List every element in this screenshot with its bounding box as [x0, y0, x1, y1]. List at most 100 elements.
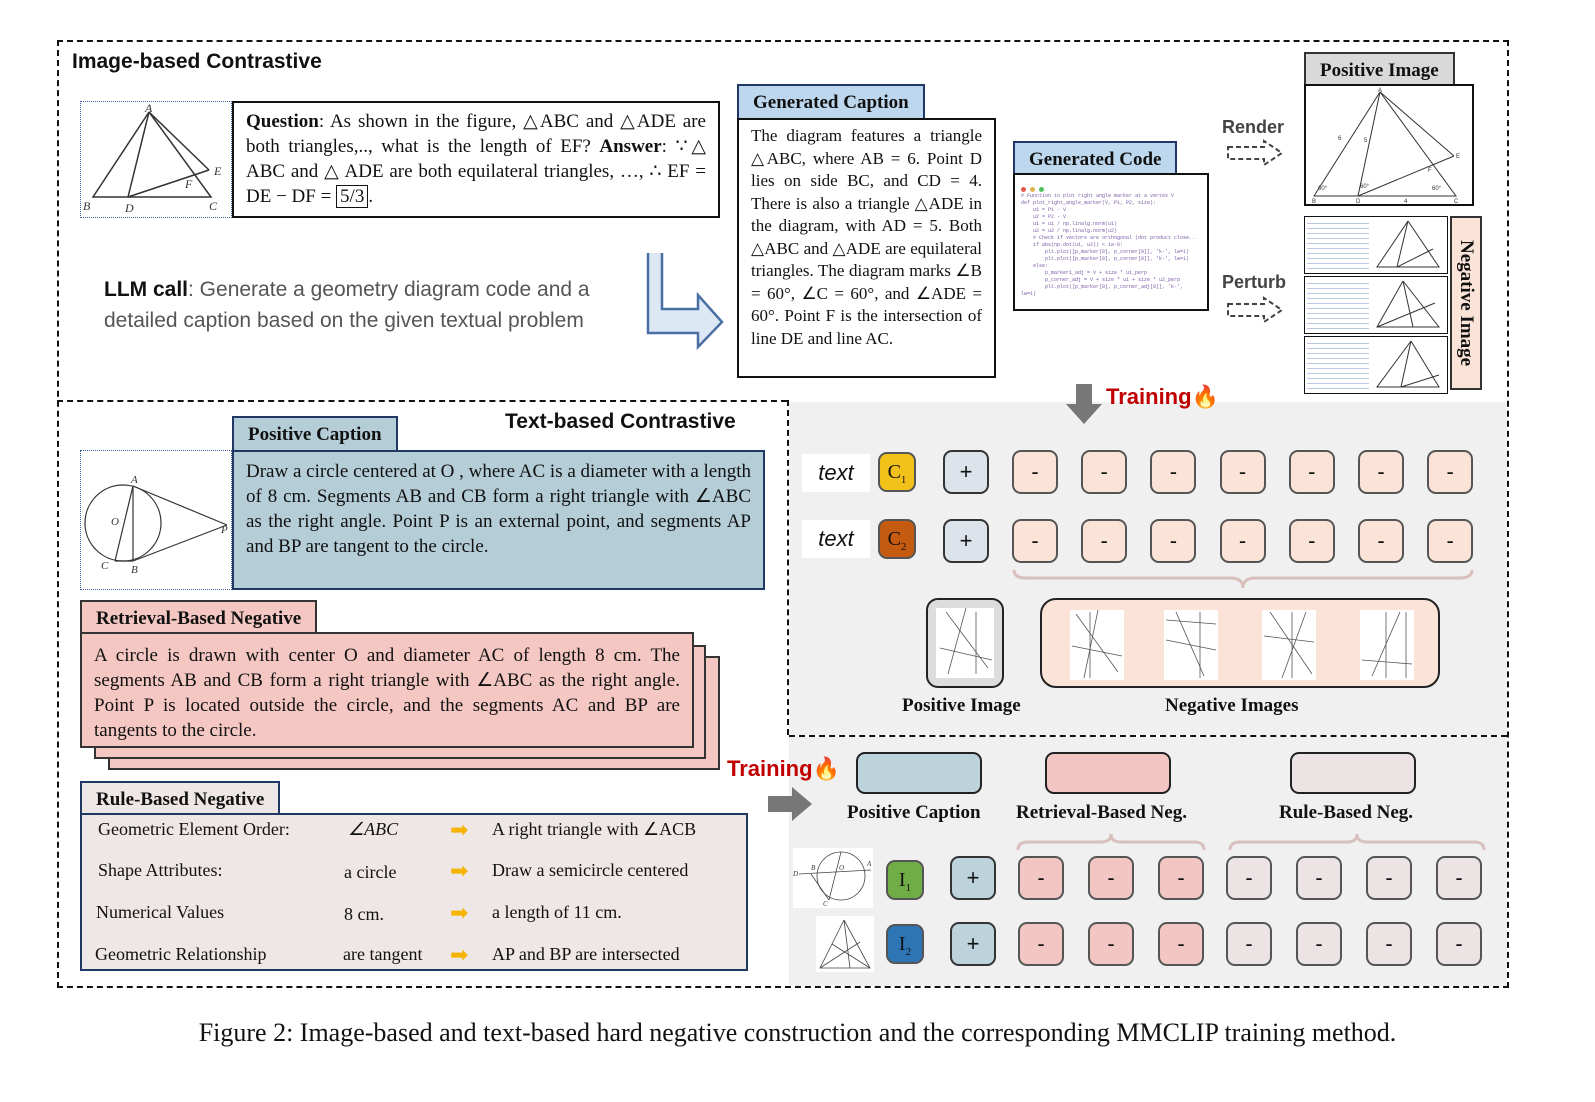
negative-row-bottom-1: -------	[1018, 856, 1488, 902]
answer-value-box: 5/3	[336, 185, 369, 208]
positive-caption-tab: Positive Caption	[232, 416, 398, 454]
negative-variant-3	[1304, 336, 1448, 394]
i2-subscript: 2	[905, 946, 912, 958]
training-bottom-text: Training	[727, 756, 813, 781]
legend-label-rule: Rule-Based Neg.	[1279, 802, 1414, 823]
rule-name: Geometric Relationship	[95, 944, 267, 964]
outer-frame	[57, 40, 1509, 988]
rule-negative-minus: -	[1366, 922, 1412, 966]
negative-variant-1	[1304, 216, 1448, 274]
question-text: : As shown in the figure, △ABC and △ADE …	[246, 111, 706, 157]
negative-image-stack	[1304, 216, 1448, 394]
rule-from: a circle	[344, 862, 397, 882]
svg-text:A: A	[144, 102, 153, 115]
positive-pair-plus: +	[943, 450, 989, 494]
svg-text:F: F	[184, 177, 193, 191]
negative-variant-2	[1304, 276, 1448, 334]
rule-negative-minus: -	[1226, 922, 1272, 966]
negative-image-tab-label: Negative Image	[1456, 239, 1477, 367]
image-section-title: Image-based Contrastive	[72, 50, 322, 73]
image-section-divider	[57, 400, 787, 402]
svg-text:60°: 60°	[1360, 184, 1370, 190]
training-bottom-label: Training🔥	[727, 756, 840, 782]
negative-pair-minus: -	[1012, 519, 1058, 563]
rule-to: A right triangle with ∠ACB	[492, 819, 697, 839]
c1-letter: C	[887, 461, 901, 483]
negative-pair-minus: -	[1288, 519, 1335, 563]
negative-pair-minus: -	[1081, 450, 1128, 494]
rule-from: are tangent	[343, 944, 423, 964]
legend-label-retrieval: Retrieval-Based Neg.	[1016, 802, 1187, 823]
rule-negative-minus: -	[1296, 922, 1342, 966]
rule-negative-minus: -	[1226, 856, 1272, 900]
rule-row: Numerical Values 8 cm. ➡ a length of 11 …	[96, 900, 736, 930]
svg-text:B: B	[131, 564, 138, 576]
svg-text:F: F	[1428, 168, 1432, 174]
svg-text:E: E	[213, 164, 222, 178]
image-embedding-i1: I1	[886, 860, 924, 900]
positive-image-thumb	[926, 598, 1004, 688]
svg-text:O: O	[839, 864, 844, 872]
question-answer-box: Question: As shown in the figure, △ABC a…	[232, 101, 720, 218]
legend-swatch-retrieval	[1045, 752, 1171, 794]
svg-text:A: A	[130, 474, 138, 486]
input-diagram-2	[816, 916, 874, 972]
negative-pair-minus: -	[1150, 519, 1197, 563]
negative-image-tab: Negative Image	[1450, 216, 1482, 390]
svg-text:D: D	[124, 201, 134, 215]
retrieval-negative-minus: -	[1018, 922, 1064, 966]
c1-subscript: 1	[900, 474, 907, 486]
negative-image-thumb	[1070, 609, 1124, 680]
i1-letter: I	[898, 869, 906, 891]
retrieval-negative-minus: -	[1158, 856, 1204, 900]
caption-embedding-c1: C1	[878, 452, 916, 492]
brace-icon	[1016, 833, 1206, 851]
perturb-label: Perturb	[1222, 272, 1287, 292]
perturb-arrow-icon	[1227, 296, 1284, 324]
svg-text:D: D	[1356, 199, 1361, 204]
retrieval-negative-minus: -	[1018, 856, 1064, 900]
svg-text:6: 6	[1338, 136, 1342, 142]
svg-text:60°: 60°	[1432, 186, 1442, 192]
right-arrow-icon: ➡	[450, 942, 469, 967]
answer-text: : ∵△ ABC and △ ADE are both equilateral …	[246, 136, 707, 207]
answer-end: .	[368, 186, 374, 207]
svg-text:P: P	[220, 524, 228, 536]
window-dots	[1021, 179, 1201, 192]
negative-pair-minus: -	[1012, 450, 1058, 494]
retrieval-negative-minus: -	[1158, 922, 1204, 966]
positive-caption-text: Draw a circle centered at O , where AC i…	[246, 461, 751, 557]
svg-text:O: O	[111, 516, 119, 528]
positive-pair-plus: +	[950, 856, 996, 900]
rule-row: Geometric Element Order: ∠ABC ➡ A right …	[98, 817, 738, 847]
legend-swatch-rule	[1290, 752, 1416, 794]
text-section-frame	[787, 400, 789, 735]
code-snippet: # Function to plot right angle marker at…	[1021, 193, 1196, 297]
fire-icon: 🔥	[1191, 384, 1219, 409]
rule-to: AP and BP are intersected	[492, 944, 680, 964]
i1-subscript: 1	[905, 882, 912, 894]
answer-label: Answer	[599, 136, 662, 157]
svg-text:A: A	[1378, 88, 1382, 94]
retrieval-tab: Retrieval-Based Negative	[80, 600, 318, 638]
svg-text:4: 4	[1404, 199, 1408, 204]
svg-text:A: A	[866, 860, 872, 868]
training-divider	[789, 735, 1507, 737]
negative-row-1: -------	[1012, 450, 1482, 496]
negative-pair-minus: -	[1358, 450, 1404, 494]
legend-swatch-positive	[856, 752, 982, 794]
render-label: Render	[1222, 117, 1285, 137]
legend-label-positive: Positive Caption	[847, 802, 981, 823]
svg-text:C: C	[823, 900, 828, 908]
generated-caption-box: The diagram features a triangle △ABC, wh…	[737, 118, 996, 378]
brace-icon	[1012, 569, 1474, 589]
rule-to: Draw a semicircle centered	[492, 860, 689, 880]
training-top-label: Training🔥	[1106, 384, 1219, 410]
text-section-title: Text-based Contrastive	[505, 410, 736, 433]
llm-description: : Generate a geometry diagram code and a…	[104, 278, 590, 332]
i2-letter: I	[898, 933, 906, 955]
brace-icon	[1228, 833, 1486, 851]
